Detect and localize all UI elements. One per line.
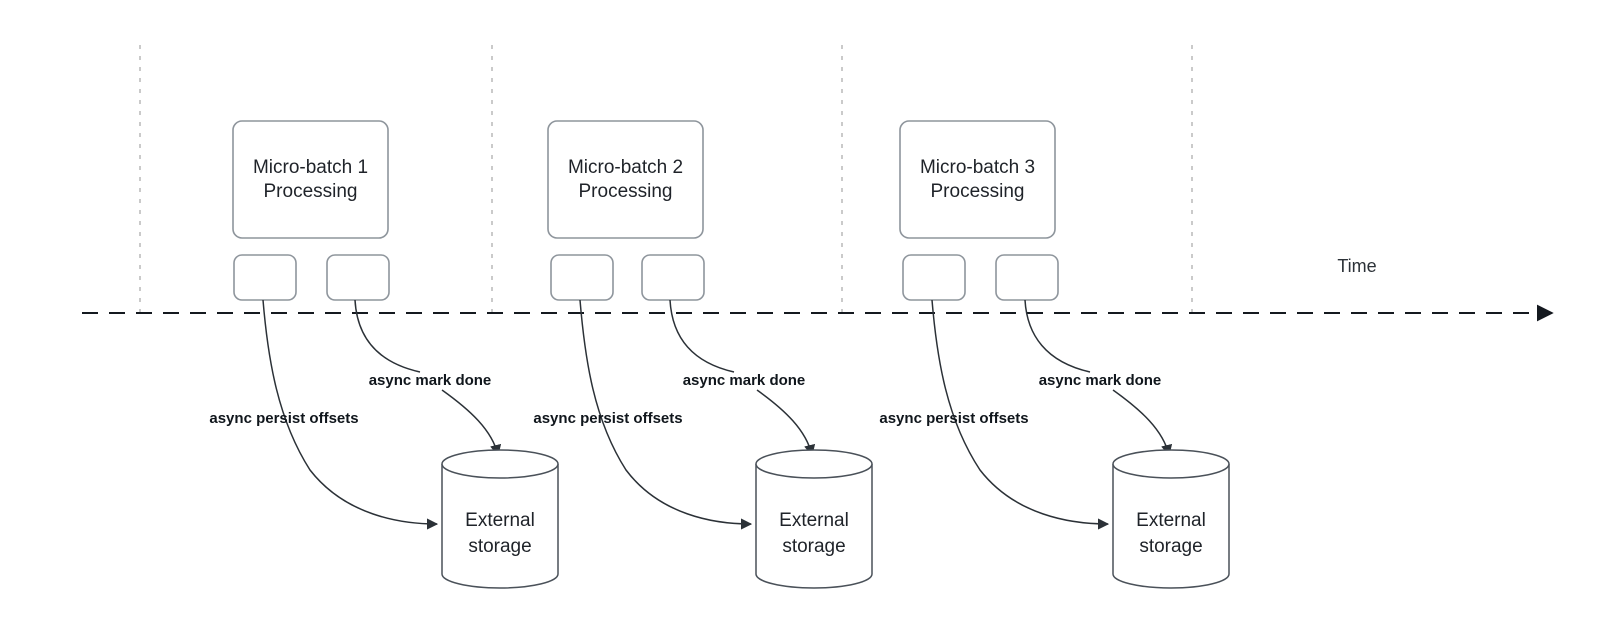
micro-batch-box-1[interactable] xyxy=(232,120,389,239)
micro-batch-box-1-line2: Processing xyxy=(264,181,358,202)
markdone-task-box-1[interactable] xyxy=(326,254,390,301)
persist-edge-2 xyxy=(579,299,753,530)
micro-batch-box-2-line1: Micro-batch 2 xyxy=(568,157,683,178)
batch-group-2: Micro-batch 2 Processing async persist o… xyxy=(533,120,873,589)
markdone-edge-1-lower xyxy=(441,389,502,457)
micro-batch-box-3-line2: Processing xyxy=(931,181,1025,202)
external-storage-cylinder-3[interactable]: External storage xyxy=(1112,449,1230,589)
markdone-edge-label-2: async mark done xyxy=(683,372,806,389)
external-storage-label-2-line1: External xyxy=(779,510,849,531)
external-storage-label-2-line2: storage xyxy=(782,536,845,557)
markdone-edge-3-lower xyxy=(1112,389,1173,457)
persist-edge-label-2: async persist offsets xyxy=(533,410,682,427)
markdone-edge-3-upper xyxy=(1024,299,1091,373)
timeline-tick-group xyxy=(139,45,1193,313)
external-storage-label-1-line1: External xyxy=(465,510,535,531)
persist-edge-3 xyxy=(931,299,1110,530)
batch-group-1: Micro-batch 1 Processing async persist o… xyxy=(209,120,559,589)
time-axis-label: Time xyxy=(1337,256,1376,276)
micro-batch-box-3-line1: Micro-batch 3 xyxy=(920,157,1035,178)
markdone-edge-1-upper xyxy=(354,299,421,373)
persist-edge-label-3: async persist offsets xyxy=(879,410,1028,427)
micro-batch-box-2-line2: Processing xyxy=(579,181,673,202)
micro-batch-box-2[interactable] xyxy=(547,120,704,239)
external-storage-label-1-line2: storage xyxy=(468,536,531,557)
external-storage-label-3-line1: External xyxy=(1136,510,1206,531)
external-storage-cylinder-1[interactable]: External storage xyxy=(441,449,559,589)
micro-batch-box-1-line1: Micro-batch 1 xyxy=(253,157,368,178)
markdone-edge-label-1: async mark done xyxy=(369,372,492,389)
markdone-edge-2-upper xyxy=(669,299,735,373)
markdone-edge-label-3: async mark done xyxy=(1039,372,1162,389)
external-storage-cylinder-2[interactable]: External storage xyxy=(755,449,873,589)
markdone-task-box-3[interactable] xyxy=(995,254,1059,301)
persist-edge-1 xyxy=(262,299,439,530)
persist-task-box-1[interactable] xyxy=(233,254,297,301)
persist-edge-label-1: async persist offsets xyxy=(209,410,358,427)
micro-batch-box-3[interactable] xyxy=(899,120,1056,239)
persist-task-box-3[interactable] xyxy=(902,254,966,301)
persist-task-box-2[interactable] xyxy=(550,254,614,301)
markdone-edge-2-lower xyxy=(756,389,816,457)
external-storage-label-3-line2: storage xyxy=(1139,536,1202,557)
batch-group-3: Micro-batch 3 Processing async persist o… xyxy=(879,120,1230,589)
markdone-task-box-2[interactable] xyxy=(641,254,705,301)
